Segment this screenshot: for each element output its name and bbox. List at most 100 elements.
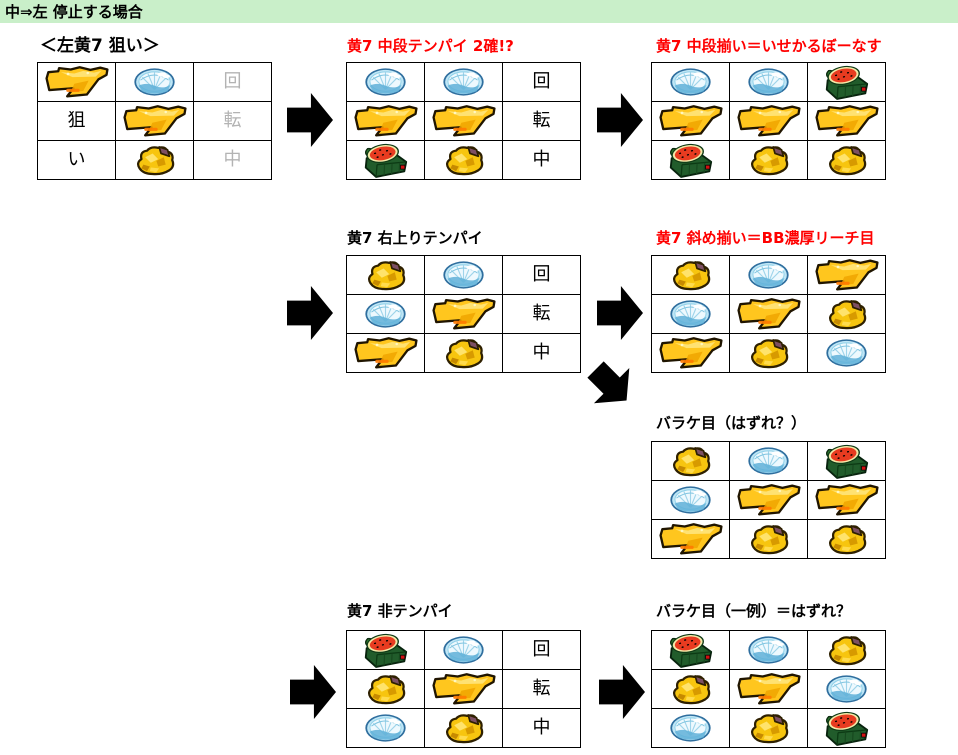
yellow-seven-symbol	[42, 65, 112, 99]
cell-label: 狙	[67, 110, 86, 131]
cell-label: 回	[532, 264, 551, 285]
yellow-seven-symbol	[351, 336, 421, 370]
gold-nugget-symbol	[826, 298, 867, 330]
cell-label: 回	[532, 639, 551, 660]
yellow-seven-symbol	[425, 670, 503, 709]
flow-arrow-right-icon	[290, 665, 336, 719]
cell-label: 中	[532, 342, 551, 363]
replay-coin-symbol	[425, 63, 503, 102]
reel-label-cell: 転	[503, 102, 581, 141]
reel-table-left-aim: 回狙 転い 中	[37, 62, 272, 180]
cell-label: 転	[532, 678, 551, 699]
gold-nugget-symbol	[808, 631, 886, 670]
replay-coin-symbol	[746, 635, 791, 665]
yellow-seven-symbol	[656, 522, 726, 556]
watermelon-symbol	[347, 141, 425, 180]
reel-table-middle-line-win	[651, 62, 886, 180]
yellow-seven-symbol	[652, 102, 730, 141]
gold-nugget-symbol	[808, 295, 886, 334]
yellow-seven-symbol	[425, 295, 503, 334]
gold-nugget-symbol	[670, 445, 711, 477]
replay-coin-symbol	[668, 67, 713, 97]
flow-arrow-down-right-icon	[578, 352, 644, 418]
replay-coin-symbol	[363, 713, 408, 743]
replay-coin-symbol	[652, 63, 730, 102]
cell-label: 中	[223, 149, 242, 170]
replay-coin-symbol	[746, 446, 791, 476]
reel-table-middle-tenpai: 回転中	[346, 62, 581, 180]
replay-coin-symbol	[441, 635, 486, 665]
heading-middle-line-win: 黄7 中段揃い＝いせかるぼーなす	[656, 37, 882, 55]
yellow-seven-symbol	[808, 102, 886, 141]
yellow-seven-symbol	[730, 295, 808, 334]
gold-nugget-symbol	[748, 712, 789, 744]
cell-label: 転	[532, 303, 551, 324]
gold-nugget-symbol	[730, 334, 808, 373]
yellow-seven-symbol	[347, 102, 425, 141]
replay-coin-symbol	[347, 295, 425, 334]
replay-coin-symbol	[441, 260, 486, 290]
reel-label-cell: 回	[503, 63, 581, 102]
yellow-seven-symbol	[656, 336, 726, 370]
watermelon-symbol	[362, 142, 409, 178]
heading-barake-example: バラケ目（一例）＝はずれ？	[656, 602, 852, 620]
gold-nugget-symbol	[365, 259, 406, 291]
gold-nugget-symbol	[347, 256, 425, 295]
gold-nugget-symbol	[670, 673, 711, 705]
replay-coin-symbol	[363, 67, 408, 97]
cell-label: 回	[223, 71, 242, 92]
yellow-seven-symbol	[116, 102, 194, 141]
yellow-seven-symbol	[425, 102, 503, 141]
yellow-seven-symbol	[429, 104, 499, 138]
yellow-seven-symbol	[652, 520, 730, 559]
reel-label-cell: 中	[503, 334, 581, 373]
reel-label-cell: 回	[194, 63, 272, 102]
gold-nugget-symbol	[748, 144, 789, 176]
replay-coin-symbol	[730, 63, 808, 102]
cell-label: い	[67, 149, 86, 170]
reel-table-barake-hazure	[651, 441, 886, 559]
heading-right-up-tenpai: 黄7 右上りテンパイ	[347, 229, 483, 247]
replay-coin-symbol	[824, 338, 869, 368]
replay-coin-symbol	[730, 256, 808, 295]
reel-label-cell: 転	[194, 102, 272, 141]
yellow-seven-symbol	[347, 334, 425, 373]
watermelon-symbol	[347, 631, 425, 670]
flow-arrow-right-icon	[597, 93, 643, 147]
yellow-seven-symbol	[730, 670, 808, 709]
gold-nugget-symbol	[730, 520, 808, 559]
yellow-seven-symbol	[808, 481, 886, 520]
watermelon-symbol	[667, 142, 714, 178]
replay-coin-symbol	[824, 674, 869, 704]
yellow-seven-symbol	[429, 297, 499, 331]
watermelon-symbol	[667, 632, 714, 668]
reel-label-cell: 中	[503, 141, 581, 180]
replay-coin-symbol	[652, 481, 730, 520]
yellow-seven-symbol	[734, 672, 804, 706]
yellow-seven-symbol	[656, 104, 726, 138]
reel-label-cell: い	[38, 141, 116, 180]
reel-label-cell: 中	[503, 709, 581, 748]
gold-nugget-symbol	[425, 709, 503, 748]
gold-nugget-symbol	[652, 256, 730, 295]
reel-table-barake-example	[651, 630, 886, 748]
title-bar: 中⇒左 停止する場合	[0, 0, 958, 23]
watermelon-symbol	[823, 64, 870, 100]
yellow-seven-symbol	[351, 104, 421, 138]
replay-coin-symbol	[808, 334, 886, 373]
flow-arrow-right-icon	[599, 665, 645, 719]
replay-coin-symbol	[132, 67, 177, 97]
heading-diagonal-win: 黄7 斜め揃い＝BB濃厚リーチ目	[656, 229, 875, 247]
yellow-seven-symbol	[38, 63, 116, 102]
replay-coin-symbol	[425, 256, 503, 295]
yellow-seven-symbol	[808, 256, 886, 295]
title-bar-text: 中⇒左 停止する場合	[5, 3, 143, 21]
watermelon-symbol	[823, 710, 870, 746]
yellow-seven-symbol	[730, 481, 808, 520]
gold-nugget-symbol	[748, 337, 789, 369]
heading-left-aim: ＜左黄7 狙い＞	[40, 36, 160, 56]
gold-nugget-symbol	[826, 634, 867, 666]
reel-label-cell: 中	[194, 141, 272, 180]
replay-coin-symbol	[652, 295, 730, 334]
